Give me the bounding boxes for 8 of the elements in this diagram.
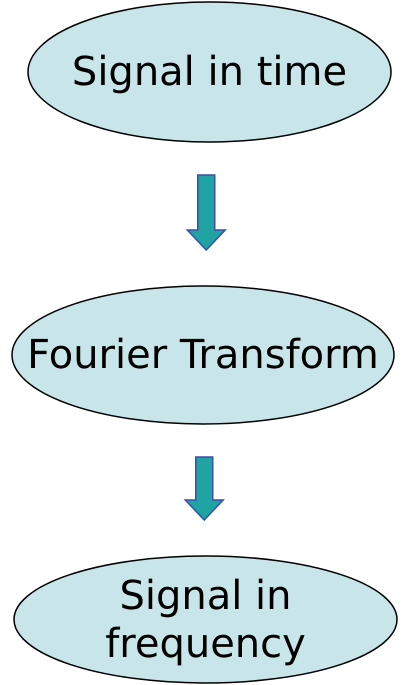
block-arrow	[184, 456, 225, 522]
block-arrow	[186, 174, 227, 252]
ellipse-node	[13, 555, 398, 684]
ellipse-node	[11, 285, 395, 425]
node-label: Signal in frequency	[104, 572, 307, 668]
ellipse-node	[27, 1, 392, 143]
node-label: Signal in time	[70, 48, 348, 96]
node-label: Fourier Transform	[26, 331, 380, 379]
